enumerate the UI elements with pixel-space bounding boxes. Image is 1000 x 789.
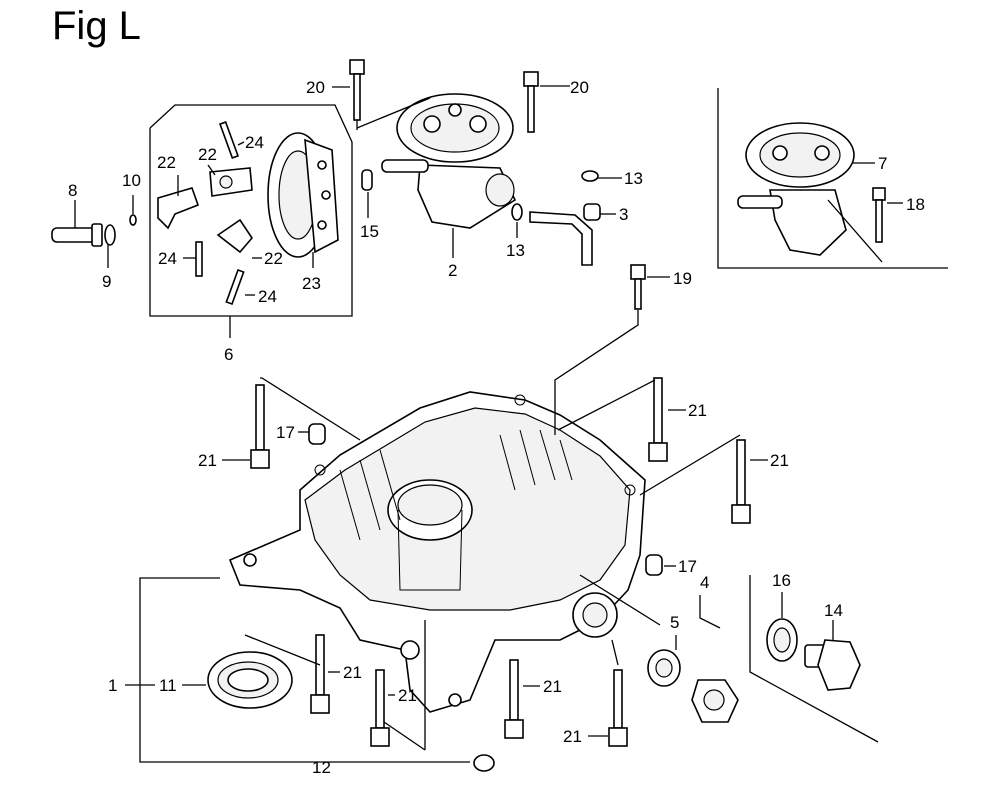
label-part-9: 9 — [102, 272, 111, 291]
dowel-17-upper — [308, 423, 326, 445]
bolt-19 — [630, 264, 646, 310]
crankcase-cover — [228, 391, 646, 713]
label-part-2: 2 — [448, 261, 457, 280]
label-part-6: 6 — [224, 345, 233, 364]
bolt-18 — [872, 187, 886, 243]
bolt-21-a — [250, 384, 270, 469]
dowel-15 — [361, 169, 373, 191]
oil-pump-body — [267, 132, 339, 258]
oil-pipe-3 — [529, 203, 601, 266]
pump-assembly-bracket — [149, 104, 353, 338]
leader-lines — [74, 85, 903, 763]
pin-10 — [129, 214, 137, 226]
gear-assembly-7 — [737, 122, 855, 256]
label-part-7: 7 — [878, 154, 887, 173]
bolt-20-left — [349, 59, 365, 130]
oil-seal-11 — [207, 651, 293, 709]
plug-4 — [691, 679, 739, 723]
washer-9 — [104, 224, 116, 246]
bolt-8 — [51, 223, 103, 247]
bolt-21-g — [608, 669, 628, 747]
drain-bolt-14 — [804, 639, 861, 691]
label-part-11: 11 — [159, 676, 177, 695]
label-part-22: 22 — [198, 145, 217, 164]
label-part-21: 21 — [198, 451, 217, 470]
bolt-20-right — [523, 71, 539, 133]
label-part-3: 3 — [619, 205, 628, 224]
label-part-18: 18 — [906, 195, 925, 214]
pump-clip-lower — [216, 218, 254, 254]
label-part-21: 21 — [543, 677, 562, 696]
dowel-17-lower — [645, 554, 663, 576]
washer-5 — [647, 649, 681, 687]
label-part-24: 24 — [158, 249, 177, 268]
label-part-17: 17 — [276, 423, 295, 442]
label-part-17: 17 — [678, 557, 697, 576]
pin-24-mid — [195, 241, 203, 277]
bolt-21-e — [370, 669, 390, 747]
pin-24-top — [218, 121, 240, 159]
label-part-13: 13 — [624, 169, 643, 188]
inset-frame — [717, 88, 948, 269]
washer-16 — [766, 618, 798, 662]
label-part-19: 19 — [673, 269, 692, 288]
inset-frame-lower-right — [749, 575, 879, 743]
nut-12 — [473, 754, 495, 772]
pump-clip-upper-left — [157, 187, 200, 230]
label-part-10: 10 — [122, 171, 141, 190]
label-part-21: 21 — [563, 727, 582, 746]
label-part-8: 8 — [68, 181, 77, 200]
bolt-21-f — [504, 659, 524, 739]
label-part-21: 21 — [343, 663, 362, 682]
figure-title: Fig L — [52, 4, 141, 48]
pin-24-bottom — [225, 268, 245, 306]
pump-clip-upper — [209, 167, 253, 197]
label-part-21: 21 — [688, 401, 707, 420]
label-part-24: 24 — [258, 287, 277, 306]
label-part-16: 16 — [772, 571, 791, 590]
label-part-1: 1 — [108, 676, 117, 695]
label-part-12: 12 — [312, 758, 331, 777]
part-labels: 20 20 24 22 22 10 8 9 24 22 24 23 6 15 2… — [68, 78, 925, 777]
o-ring-13-lower — [511, 203, 523, 221]
label-part-5: 5 — [670, 613, 679, 632]
label-part-24: 24 — [245, 133, 264, 152]
label-part-21: 21 — [398, 686, 417, 705]
label-part-4: 4 — [700, 573, 709, 592]
label-part-22: 22 — [264, 249, 283, 268]
bolt-21-b — [648, 377, 668, 462]
bolt-21-c — [731, 439, 751, 524]
label-part-21: 21 — [770, 451, 789, 470]
label-part-22: 22 — [157, 153, 176, 172]
gear-assembly-2 — [381, 93, 517, 229]
label-part-20: 20 — [306, 78, 325, 97]
label-part-23: 23 — [302, 274, 321, 293]
label-part-15: 15 — [360, 222, 379, 241]
bolt-21-d — [310, 634, 330, 714]
label-part-14: 14 — [824, 601, 843, 620]
label-part-13: 13 — [506, 241, 525, 260]
o-ring-13-upper — [581, 170, 599, 182]
label-part-20: 20 — [570, 78, 589, 97]
